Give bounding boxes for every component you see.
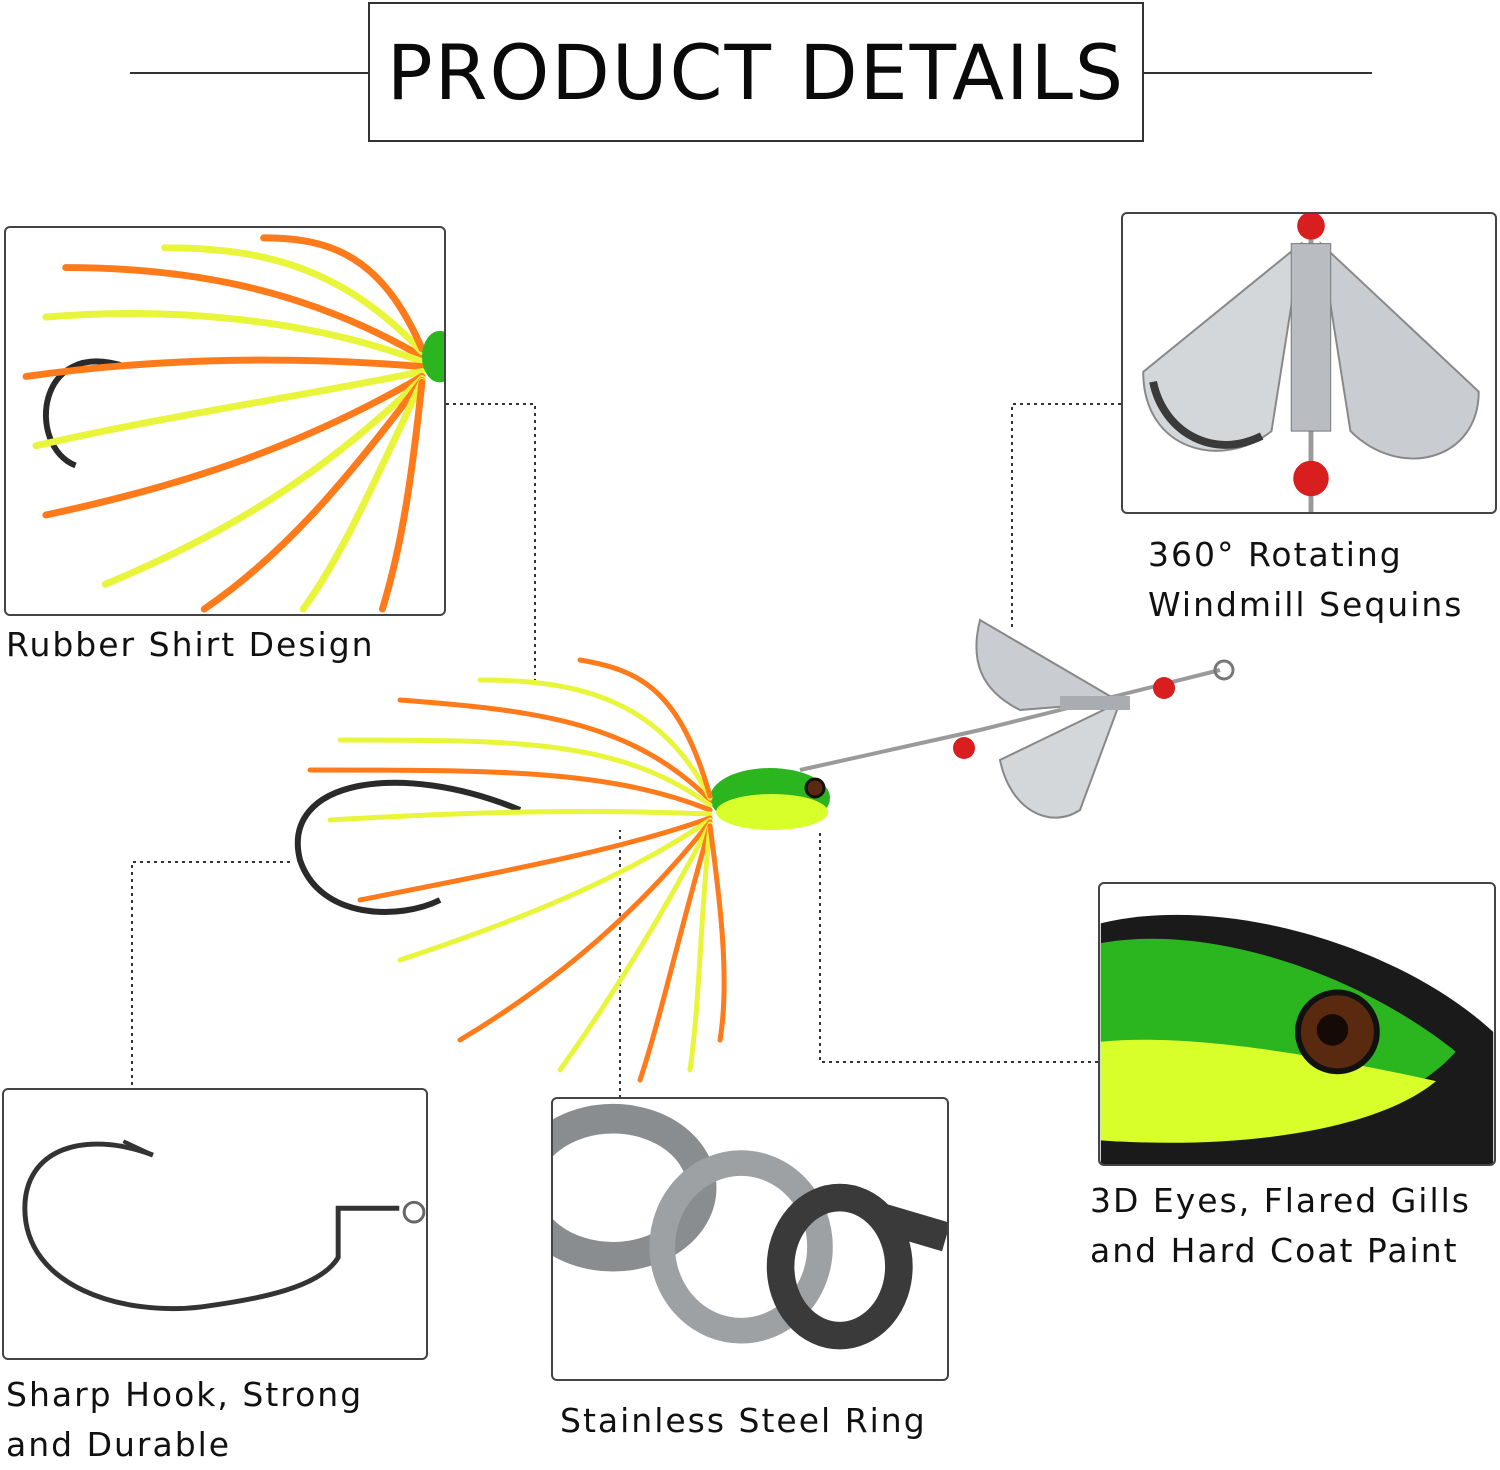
caption-line: 360° Rotating [1148, 535, 1403, 574]
windmill-blades-image [1142, 214, 1480, 512]
title-rule-right [1144, 72, 1372, 74]
caption-line: Rubber Shirt Design [6, 625, 375, 664]
caption-steel-ring: Stainless Steel Ring [560, 1396, 927, 1446]
caption-hook: Sharp Hook, Strong and Durable [6, 1370, 363, 1470]
hook-image [22, 1139, 426, 1312]
caption-windmill-blades: 360° Rotating Windmill Sequins [1148, 530, 1463, 630]
feature-panel-steel-ring [551, 1097, 949, 1381]
caption-line: 3D Eyes, Flared Gills [1090, 1181, 1471, 1220]
spinnerbait-lure-image [294, 618, 1235, 1083]
caption-line: Windmill Sequins [1148, 585, 1464, 624]
feature-panel-hook [2, 1088, 428, 1360]
steel-ring-image [553, 1103, 947, 1350]
page-title: PRODUCT DETAILS [386, 27, 1126, 117]
caption-lure-head: 3D Eyes, Flared Gills and Hard Coat Pain… [1090, 1176, 1471, 1276]
caption-line: and Hard Coat Paint [1090, 1231, 1459, 1270]
feature-panel-windmill-blades [1121, 212, 1497, 514]
lure-head-image [1100, 914, 1494, 1164]
title-frame: PRODUCT DETAILS [368, 2, 1144, 142]
caption-line: Sharp Hook, Strong [6, 1375, 364, 1414]
caption-rubber-skirt: Rubber Shirt Design [6, 620, 375, 670]
feature-panel-rubber-skirt [4, 226, 446, 616]
caption-line: and Durable [6, 1425, 232, 1464]
feature-panel-lure-head [1098, 882, 1496, 1166]
rubber-skirt-image [22, 234, 444, 613]
caption-line: Stainless Steel Ring [560, 1401, 927, 1440]
title-rule-left [130, 72, 368, 74]
